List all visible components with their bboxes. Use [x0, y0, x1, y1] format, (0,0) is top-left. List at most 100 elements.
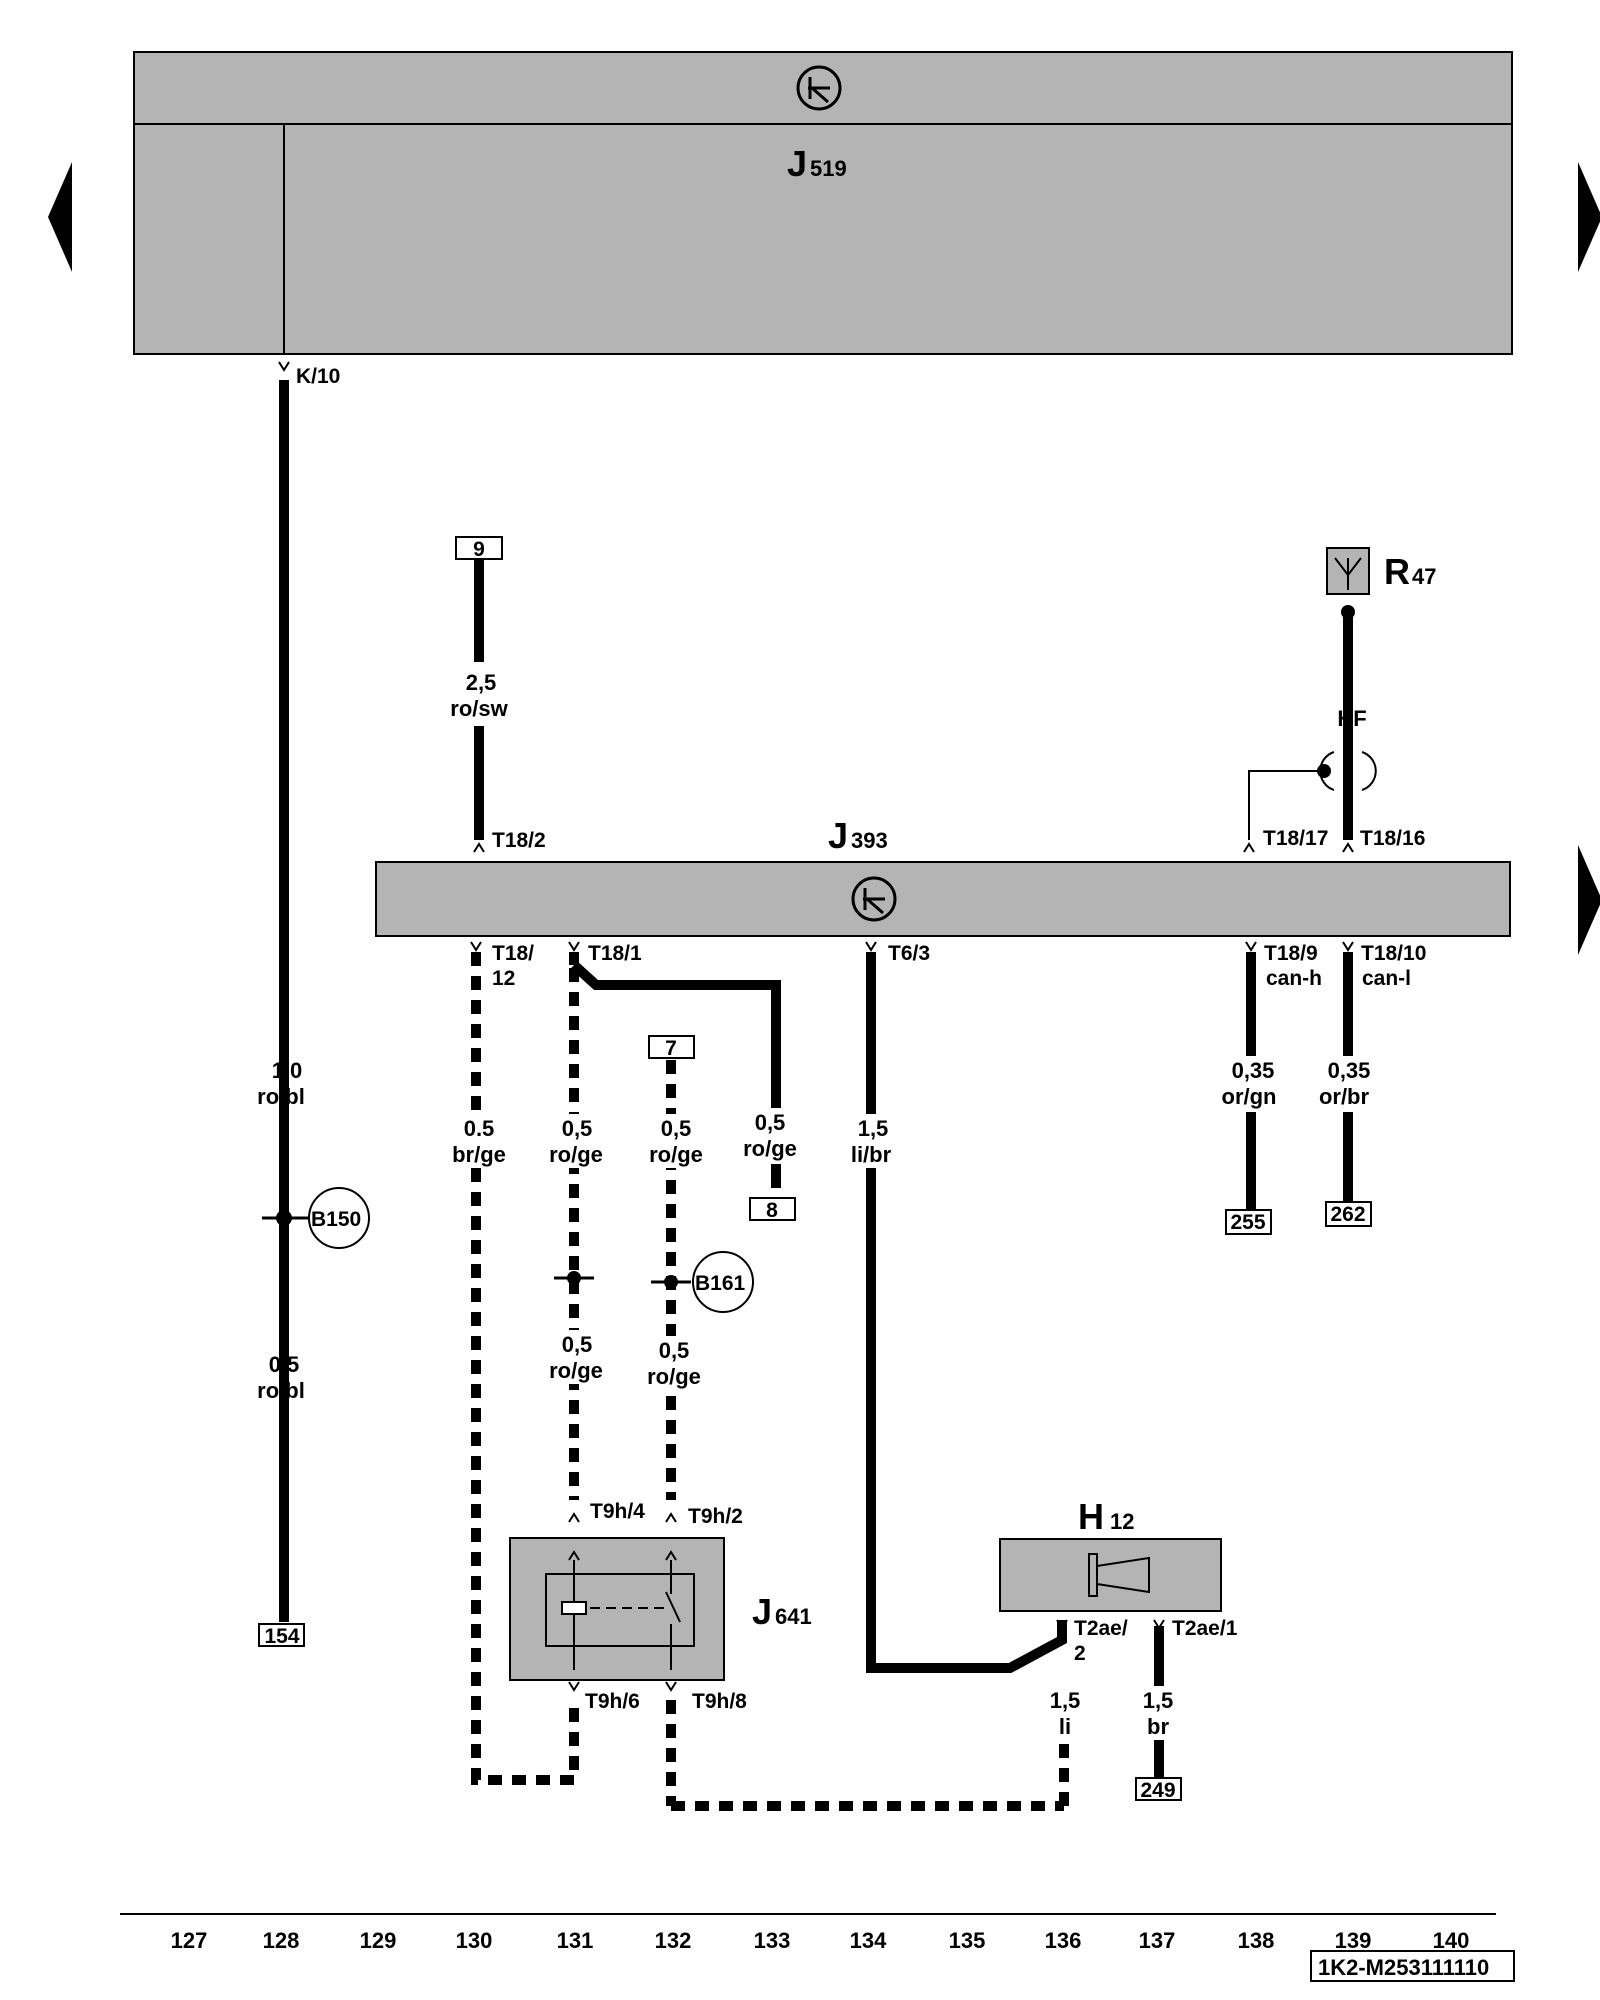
pin-t18-12-a: T18/ [492, 942, 534, 965]
w139-size: 0,35 [1328, 1058, 1371, 1083]
pin-marker-icon [665, 1512, 677, 1523]
pin-t2ae-2-b: 2 [1074, 1642, 1086, 1665]
w128a-color: ro/bl [257, 1084, 305, 1109]
b150-label: B150 [311, 1208, 361, 1231]
w133-color: ro/ge [743, 1136, 797, 1161]
pin-t18-17: T18/17 [1263, 827, 1328, 850]
continue-right-arrow-icon[interactable] [1578, 845, 1600, 955]
pin-marker-icon [1245, 941, 1257, 952]
ruler-column-140: 140 [1433, 1928, 1470, 1953]
b161-label: B161 [695, 1272, 746, 1295]
pin-t18-1: T18/1 [588, 942, 642, 965]
w137-size: 1,5 [1143, 1688, 1174, 1713]
ruler-column-132: 132 [655, 1928, 692, 1953]
ref-9[interactable]: 9 [473, 538, 485, 561]
w131a-size: 0,5 [562, 1116, 593, 1141]
pin-t18-2: T18/2 [492, 829, 546, 852]
w132b-size: 0,5 [659, 1338, 690, 1363]
pin-t9h-8: T9h/8 [692, 1690, 747, 1713]
pin-marker-icon [1243, 842, 1255, 853]
horn-icon [1096, 1556, 1150, 1594]
horn-h12: H 12 [999, 1496, 1222, 1612]
w132a-color: ro/ge [649, 1142, 703, 1167]
pin-marker-icon [665, 1550, 677, 1561]
connector-b161 [692, 1251, 754, 1313]
ruler-column-127: 127 [171, 1928, 208, 1953]
w134-color: li/br [851, 1142, 892, 1167]
j393-letter: J [828, 815, 848, 856]
w9-size: 2,5 [466, 670, 497, 695]
w9-color: ro/sw [450, 696, 508, 721]
pin-marker-icon [278, 361, 290, 372]
ref-7[interactable]: 7 [665, 1037, 677, 1060]
w137-color: br [1147, 1714, 1169, 1739]
ruler-column-136: 136 [1045, 1928, 1082, 1953]
pin-marker-icon [665, 1681, 677, 1692]
ref-262[interactable]: 262 [1330, 1203, 1365, 1226]
w133-size: 0,5 [755, 1110, 786, 1135]
unit-j519: J 519 [133, 51, 1513, 355]
pin-marker-icon [1342, 842, 1354, 853]
control-unit-symbol-icon [851, 876, 897, 922]
pin-t18-16: T18/16 [1360, 827, 1425, 850]
pin-marker-icon [568, 1512, 580, 1523]
r47-number: 47 [1412, 564, 1436, 589]
pin-t2ae-2-a: T2ae/ [1074, 1617, 1128, 1640]
ref-249[interactable]: 249 [1140, 1779, 1175, 1802]
w134-size: 1,5 [858, 1116, 889, 1141]
next-page-arrow-icon[interactable] [1578, 162, 1600, 272]
w131a-color: ro/ge [549, 1142, 603, 1167]
j393-number: 393 [851, 828, 888, 853]
w130-color: br/ge [452, 1142, 506, 1167]
j519-number: 519 [810, 156, 847, 181]
ruler-column-137: 137 [1139, 1928, 1176, 1953]
pin-marker-icon [470, 941, 482, 952]
ruler-column-139: 139 [1335, 1928, 1372, 1953]
pin-t18-10-sub: can-l [1362, 967, 1411, 990]
pin-t6-3: T6/3 [888, 942, 930, 965]
pin-t9h-6: T9h/6 [585, 1690, 640, 1713]
pin-markers [278, 361, 1354, 1692]
pin-t18-12-b: 12 [492, 967, 515, 990]
ruler-column-134: 134 [850, 1928, 887, 1953]
j519-letter: J [787, 143, 807, 184]
relay-j641: J 641 [509, 1537, 812, 1681]
pin-t18-9: T18/9 [1264, 942, 1318, 965]
ruler-column-128: 128 [263, 1928, 300, 1953]
pin-marker-icon [865, 941, 877, 952]
ref-255[interactable]: 255 [1230, 1211, 1265, 1234]
previous-page-arrow-icon[interactable] [48, 162, 72, 272]
ruler-column-135: 135 [949, 1928, 986, 1953]
w138-size: 0,35 [1232, 1058, 1275, 1083]
j641-number: 641 [775, 1604, 812, 1629]
w136-color: li [1059, 1714, 1071, 1739]
connector-b150 [308, 1187, 370, 1249]
w128a-size: 1,0 [272, 1058, 303, 1083]
ref-154[interactable]: 154 [264, 1625, 299, 1648]
pin-t18-10: T18/10 [1361, 942, 1426, 965]
ruler-column-133: 133 [754, 1928, 791, 1953]
ref-8[interactable]: 8 [766, 1199, 778, 1222]
w131b-color: ro/ge [549, 1358, 603, 1383]
pin-marker-icon [473, 842, 485, 853]
pin-t18-9-sub: can-h [1266, 967, 1322, 990]
pin-marker-icon [1342, 941, 1354, 952]
w128b-color: ro/bl [257, 1378, 305, 1403]
j641-letter: J [752, 1591, 772, 1632]
h12-letter: H [1078, 1496, 1104, 1537]
w136-size: 1,5 [1050, 1688, 1081, 1713]
ruler-column-138: 138 [1238, 1928, 1275, 1953]
w138-color: or/gn [1222, 1084, 1277, 1109]
pin-t9h-2: T9h/2 [688, 1505, 743, 1528]
ruler-column-131: 131 [557, 1928, 594, 1953]
pin-marker-icon [568, 1681, 580, 1692]
pin-marker-icon [1056, 1619, 1068, 1630]
w128b-size: 0,5 [269, 1352, 300, 1377]
pin-marker-icon [1153, 1619, 1165, 1630]
r47-letter: R [1384, 551, 1410, 592]
document-id: 1K2-M253111110 [1318, 1955, 1489, 1980]
hf-label: HF [1337, 706, 1366, 731]
w139-color: or/br [1319, 1084, 1370, 1109]
